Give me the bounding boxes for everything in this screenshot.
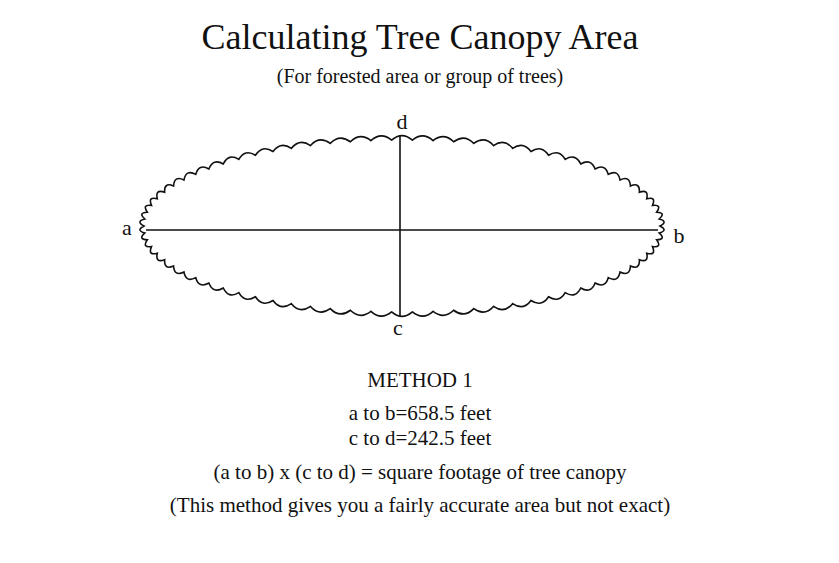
subtitle: (For forested area or group of trees)	[277, 65, 564, 88]
measurement: c to d=242.5 feet	[349, 426, 491, 450]
measurement: a to b=658.5 feet	[349, 401, 491, 425]
formula: (a to b) x (c to d) = square footage of …	[213, 460, 626, 484]
point-label: d	[397, 109, 408, 134]
canopy-outline	[140, 136, 664, 317]
point-label: b	[674, 223, 685, 248]
note: (This method gives you a fairly accurate…	[170, 493, 670, 517]
width-line	[399, 136, 401, 316]
length-line	[146, 229, 658, 231]
method-heading: METHOD 1	[367, 368, 473, 392]
point-label: a	[122, 215, 132, 240]
canopy-group	[140, 136, 664, 317]
point-label: c	[393, 315, 403, 340]
title: Calculating Tree Canopy Area	[202, 17, 639, 58]
